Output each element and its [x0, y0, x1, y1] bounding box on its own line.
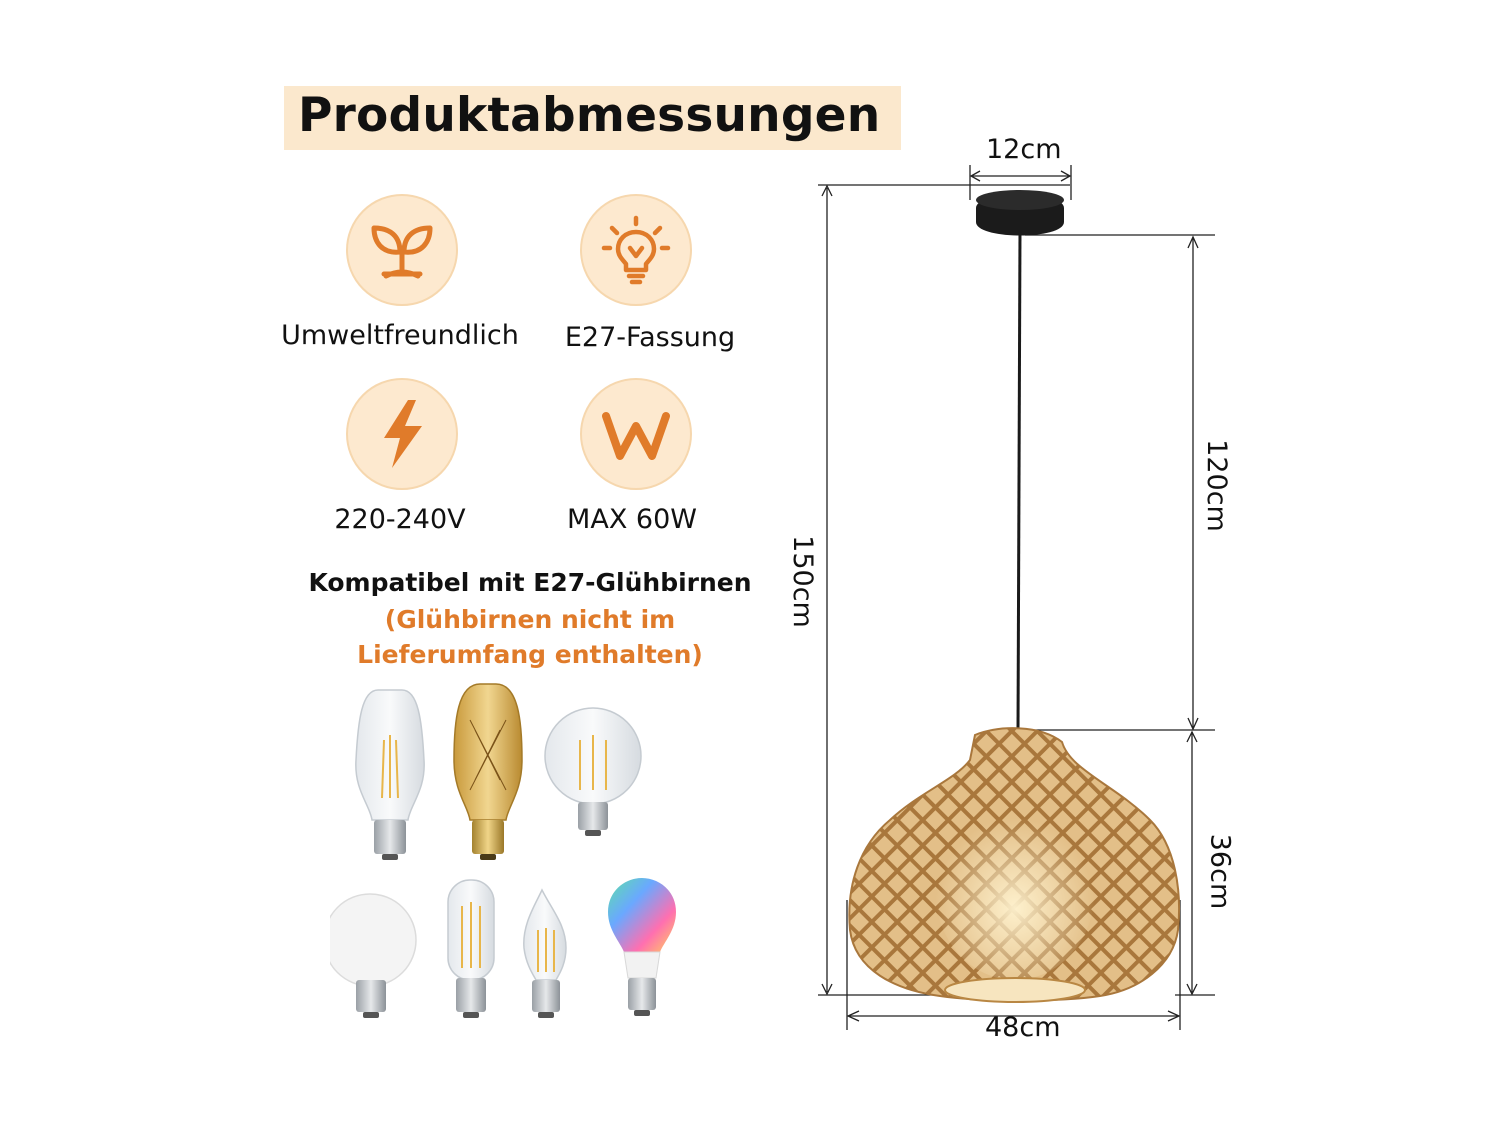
watt-w-icon: [580, 378, 692, 490]
opal-globe-bulb-image: [330, 893, 417, 1018]
lightbulb-icon: [580, 194, 692, 306]
candle-bulb-image: [523, 888, 567, 1018]
dimension-line-cord-length: [1020, 234, 1215, 731]
st64-bulb-image: [355, 689, 425, 860]
rgb-smart-bulb-image: [608, 878, 676, 1016]
dimension-label-total-height: 150cm: [786, 535, 818, 628]
page-title: Produktabmessungen: [298, 88, 881, 143]
dimension-label-shade-width: 48cm: [985, 1012, 1061, 1043]
lightning-bolt-icon: [346, 378, 458, 490]
feature-label-wattage: MAX 60W: [567, 504, 697, 535]
dimension-line-canopy-width: [969, 165, 1072, 200]
sprout-icon: [346, 194, 458, 306]
power-cord: [1016, 229, 1022, 731]
compat-note: (Glühbirnen nicht im Lieferumfang enthal…: [357, 605, 703, 669]
rattan-shade: [848, 727, 1181, 1003]
feature-label-socket: E27-Fassung: [564, 322, 736, 353]
feature-label-voltage: 220-240V: [334, 504, 466, 535]
dimension-label-canopy-width: 12cm: [986, 134, 1062, 165]
globe-bulb-image: [544, 707, 642, 836]
pendant-lamp-dimension-drawing: [818, 165, 1215, 1030]
ceiling-canopy: [976, 190, 1064, 236]
dimension-line-shade-height: [1175, 730, 1215, 996]
dimension-label-cord-length: 120cm: [1200, 439, 1232, 532]
dimension-label-shade-height: 36cm: [1204, 833, 1236, 910]
compatible-bulbs-illustration: [330, 683, 676, 1018]
edison-bulb-image: [453, 683, 523, 860]
feature-label-eco: Umweltfreundlich: [281, 320, 519, 351]
title-background: [284, 86, 901, 150]
tube-bulb-image: [447, 879, 495, 1018]
compat-title: Kompatibel mit E27-Glühbirnen: [308, 568, 752, 597]
dimension-line-shade-width: [846, 900, 1181, 1030]
